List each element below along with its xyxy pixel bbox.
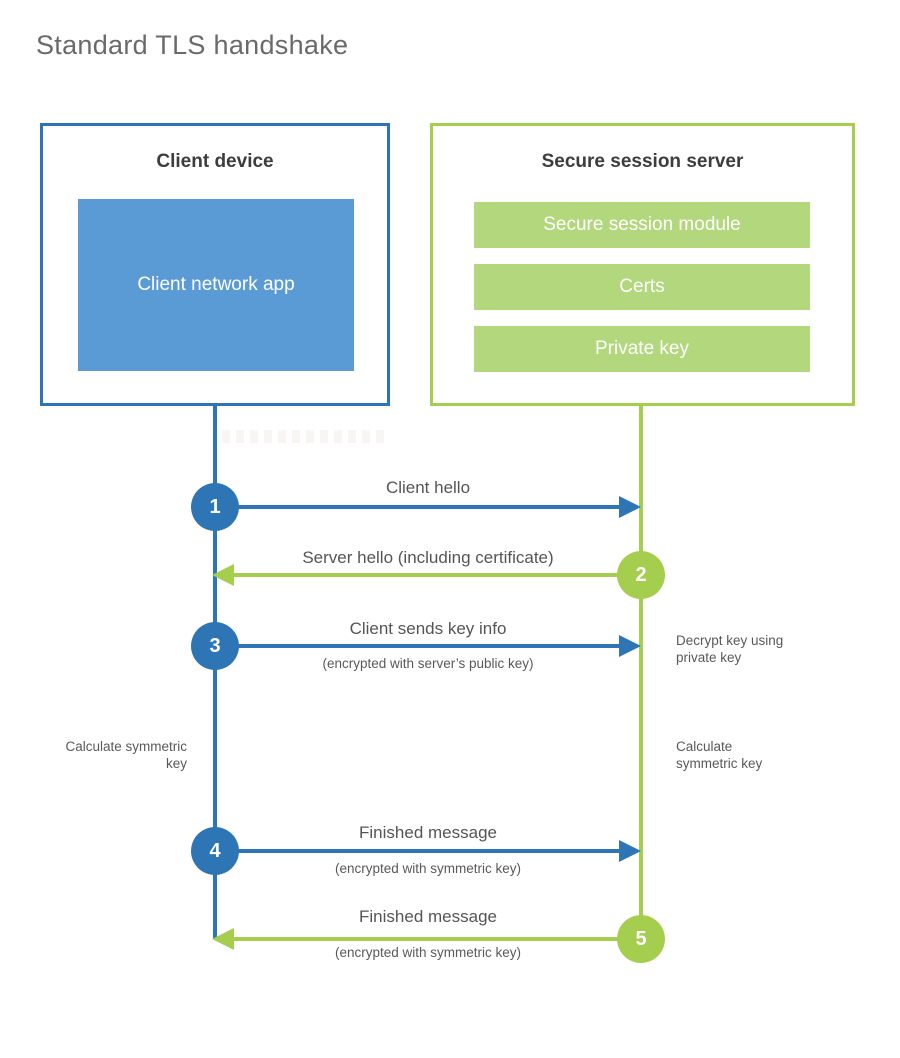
client-lifeline	[213, 406, 217, 939]
note-calculate-symmetric-key-server: Calculate symmetric key	[676, 739, 763, 771]
page-title: Standard TLS handshake	[36, 30, 349, 60]
server-module-secure-session: Secure session module	[474, 202, 810, 248]
secure-session-server-title: Secure session server	[541, 151, 744, 172]
step1-label: Client hello	[385, 478, 471, 497]
step5-label: Finished message	[359, 907, 497, 926]
step5-arrow-line	[233, 937, 619, 941]
step4-number-badge: 4	[191, 827, 239, 875]
client-device-title: Client device	[156, 151, 274, 172]
step3-arrowhead-right-icon	[619, 635, 641, 657]
client-device-box: Client device Client network app	[40, 123, 390, 406]
step3-arrow-line	[235, 644, 621, 648]
step4-label: Finished message	[359, 823, 497, 842]
faint-dash-artifact	[222, 430, 390, 443]
note-decrypt-key: Decrypt key using private key	[676, 633, 784, 665]
step4-arrowhead-right-icon	[619, 840, 641, 862]
client-network-app-box: Client network app	[78, 199, 354, 371]
step3-label: Client sends key info	[349, 619, 507, 638]
server-module-certs: Certs	[474, 264, 810, 310]
step3-number-badge: 3	[191, 622, 239, 670]
step4-sublabel: (encrypted with symmetric key)	[334, 861, 522, 876]
step5-arrowhead-left-icon	[212, 928, 234, 950]
step4-arrow-line	[235, 849, 621, 853]
note-calculate-symmetric-key-client: Calculate symmetric key	[65, 739, 187, 771]
secure-session-server-box: Secure session server Secure session mod…	[430, 123, 855, 406]
step1-arrow-line	[235, 505, 621, 509]
step2-arrowhead-left-icon	[212, 564, 234, 586]
step1-arrowhead-right-icon	[619, 496, 641, 518]
step3-sublabel: (encrypted with server’s public key)	[322, 656, 534, 671]
server-lifeline	[639, 406, 643, 939]
server-module-private-key: Private key	[474, 326, 810, 372]
step5-number-badge: 5	[617, 915, 665, 963]
client-network-app-label: Client network app	[137, 274, 295, 296]
step2-label: Server hello (including certificate)	[302, 548, 554, 567]
step1-number-badge: 1	[191, 483, 239, 531]
step2-number-badge: 2	[617, 551, 665, 599]
step2-arrow-line	[233, 573, 619, 577]
step5-sublabel: (encrypted with symmetric key)	[334, 945, 522, 960]
